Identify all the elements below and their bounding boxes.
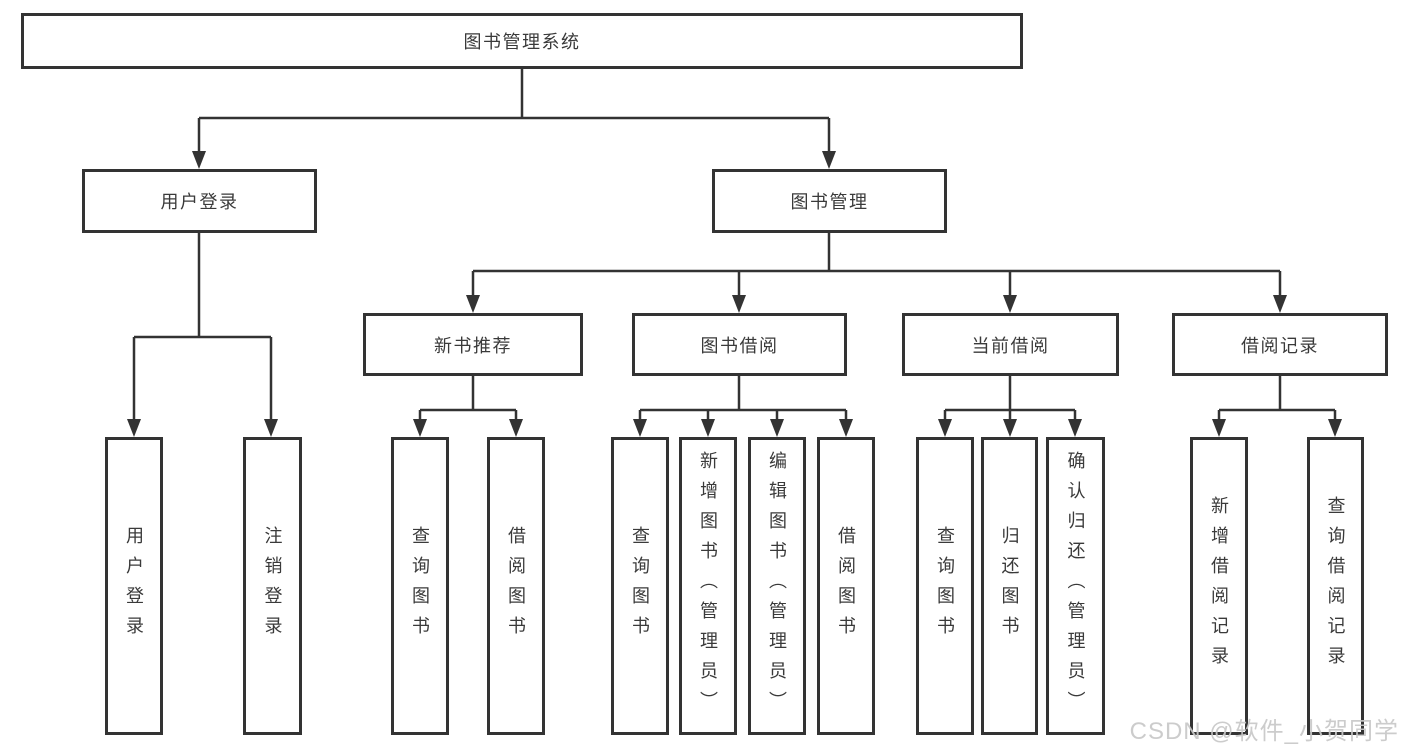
connector-edge: [1217, 376, 1337, 420]
connector-edge: [943, 376, 1077, 420]
connector-edge: [418, 376, 518, 420]
arrow-down-icon: [413, 419, 427, 437]
leaf-edit-books-admin: 编辑图书（管理员）: [748, 437, 806, 735]
node-label: 借阅图书: [836, 526, 856, 646]
arrow-down-icon: [1068, 419, 1082, 437]
arrow-down-icon: [1003, 419, 1017, 437]
arrow-down-icon: [822, 151, 836, 169]
leaf-query-borrow-record: 查询借阅记录: [1307, 437, 1364, 735]
arrow-down-icon: [192, 151, 206, 169]
arrow-down-icon: [633, 419, 647, 437]
node-current-borrowing: 当前借阅: [902, 313, 1119, 376]
leaf-add-books-admin: 新增图书（管理员）: [679, 437, 737, 735]
node-label: 新书推荐: [434, 335, 512, 356]
node-label: 用户登录: [160, 192, 239, 212]
node-label: 查询图书: [630, 526, 650, 646]
node-label: 图书管理系统: [463, 32, 581, 52]
node-label: 确认归还（管理员）: [1065, 451, 1086, 721]
node-label: 图书管理: [790, 192, 869, 212]
node-library-management-system: 图书管理系统: [21, 13, 1023, 69]
node-new-book-recommendation: 新书推荐: [363, 313, 583, 376]
arrow-down-icon: [127, 419, 141, 437]
arrow-down-icon: [1003, 295, 1017, 313]
node-book-borrowing: 图书借阅: [632, 313, 847, 376]
leaf-return-books: 归还图书: [981, 437, 1038, 735]
node-borrowing-records: 借阅记录: [1172, 313, 1388, 376]
leaf-query-books-3: 查询图书: [916, 437, 974, 735]
leaf-query-books-2: 查询图书: [611, 437, 669, 735]
node-label: 图书借阅: [700, 335, 779, 356]
arrow-down-icon: [701, 419, 715, 437]
node-label: 新增图书（管理员）: [698, 451, 718, 721]
node-label: 新增借阅记录: [1209, 496, 1229, 676]
arrow-down-icon: [264, 419, 278, 437]
leaf-borrow-books-1: 借阅图书: [487, 437, 545, 735]
node-label: 当前借阅: [971, 335, 1050, 356]
connector-edge: [471, 233, 1282, 296]
leaf-add-borrow-record: 新增借阅记录: [1190, 437, 1248, 735]
arrow-down-icon: [509, 419, 523, 437]
arrow-down-icon: [732, 295, 746, 313]
node-label: 查询图书: [410, 526, 430, 646]
node-label: 借阅图书: [506, 526, 526, 646]
connector-edge: [197, 69, 831, 152]
node-label: 查询图书: [935, 526, 955, 646]
connector-edge: [132, 233, 273, 420]
connector-edge: [638, 376, 848, 420]
node-label: 查询借阅记录: [1325, 496, 1346, 676]
arrow-down-icon: [1273, 295, 1287, 313]
leaf-confirm-return-admin: 确认归还（管理员）: [1046, 437, 1105, 735]
leaf-query-books-1: 查询图书: [391, 437, 449, 735]
node-label: 用户登录: [124, 526, 144, 646]
arrow-down-icon: [466, 295, 480, 313]
node-label: 注销登录: [262, 526, 283, 646]
node-user-login: 用户登录: [82, 169, 317, 233]
arrow-down-icon: [770, 419, 784, 437]
leaf-logout: 注销登录: [243, 437, 302, 735]
node-label: 归还图书: [999, 526, 1020, 646]
node-label: 编辑图书（管理员）: [767, 451, 787, 721]
arrow-down-icon: [938, 419, 952, 437]
arrow-down-icon: [839, 419, 853, 437]
leaf-user-login: 用户登录: [105, 437, 163, 735]
node-book-management: 图书管理: [712, 169, 947, 233]
leaf-borrow-books-2: 借阅图书: [817, 437, 875, 735]
node-label: 借阅记录: [1241, 335, 1319, 356]
arrow-down-icon: [1212, 419, 1226, 437]
arrow-down-icon: [1328, 419, 1342, 437]
